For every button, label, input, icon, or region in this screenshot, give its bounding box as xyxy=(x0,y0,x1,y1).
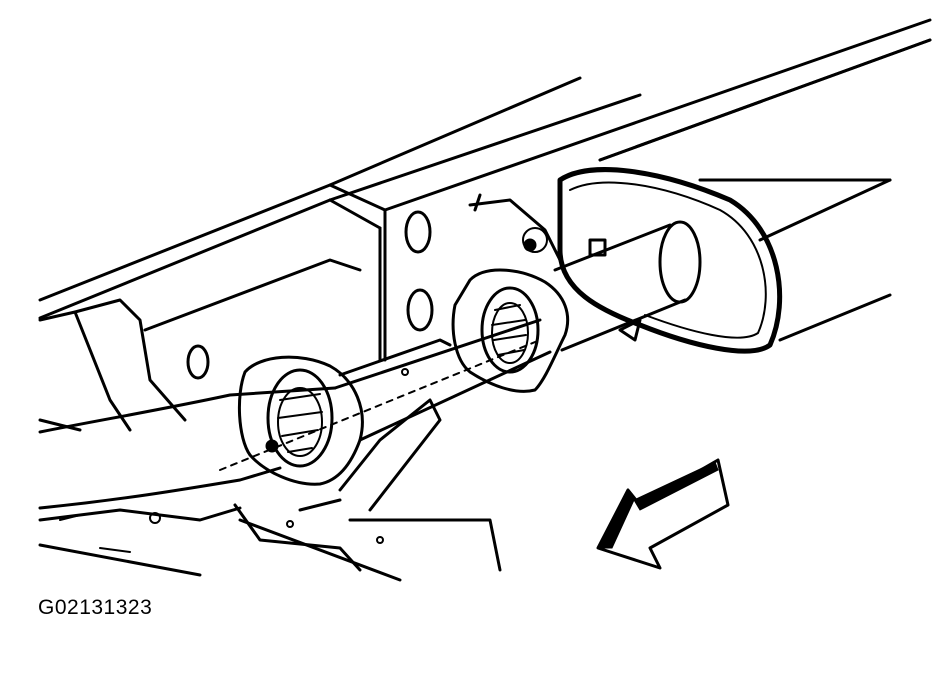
front-arrow-icon xyxy=(596,458,730,570)
exhaust-pipe xyxy=(38,318,552,510)
frame-rail xyxy=(38,18,932,362)
hanger-bracket xyxy=(468,193,607,262)
frame-holes xyxy=(186,210,434,380)
underbody xyxy=(38,398,502,582)
left-bracket xyxy=(38,298,187,432)
muffler xyxy=(553,38,932,354)
figure-code: G02131323 xyxy=(38,596,153,619)
